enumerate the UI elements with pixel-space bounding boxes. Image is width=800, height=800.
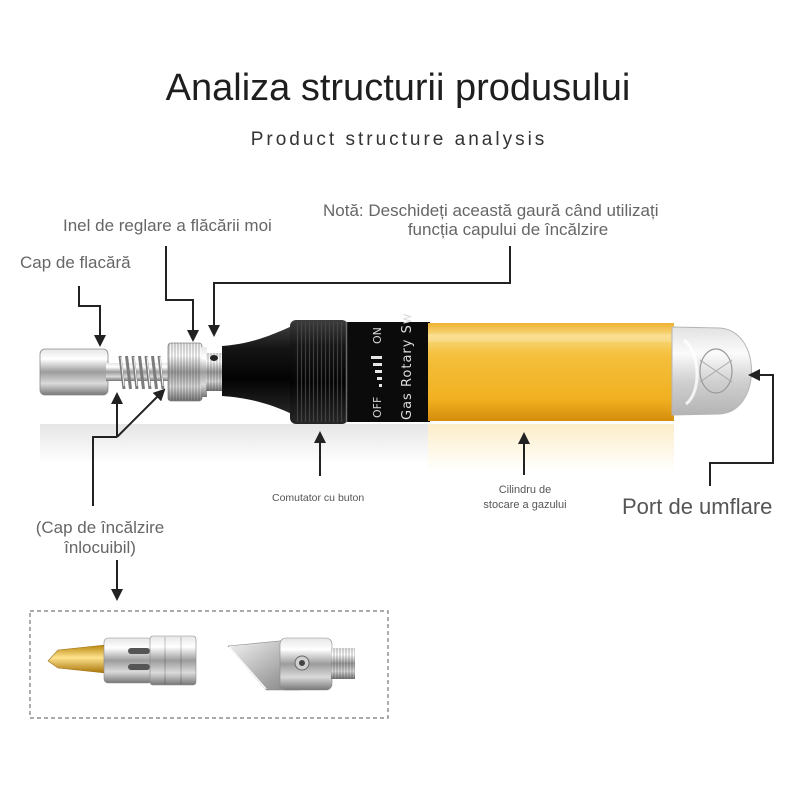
cap-highlight [682, 338, 699, 406]
coil-highlight [146, 356, 151, 387]
callout-arrows [78, 246, 774, 601]
chisel-heating-tip [47, 635, 197, 686]
level-bar [371, 356, 382, 359]
nozzle-thread-ridges [206, 353, 226, 391]
switch-label-band [346, 322, 430, 422]
label-note-line-2: funcția capului de încălzire [408, 220, 608, 239]
coil [138, 355, 145, 390]
arrow-flame-ring [165, 246, 199, 342]
spring-coil [106, 355, 172, 390]
rotary-switch-knurl [294, 322, 344, 422]
level-bar [373, 363, 382, 366]
reflection-front [40, 424, 428, 464]
label-heating-cap-line-1: (Cap de încălzire [36, 518, 165, 537]
switch-print: ON OFF Gas Rotary Sw [371, 313, 415, 420]
gas-storage-cylinder [428, 323, 674, 421]
label-inflation-port: Port de umflare [622, 494, 772, 519]
coil [151, 355, 158, 390]
arrow-flame-cap [78, 286, 106, 347]
arrow-heating-cap-stem [92, 436, 117, 506]
coil-highlight [120, 356, 125, 387]
holder-screw-center [299, 660, 305, 666]
gold-chisel-blade [47, 644, 107, 674]
level-bar [375, 370, 382, 373]
hex-nut [149, 635, 197, 686]
label-flame-cap: Cap de flacără [20, 253, 131, 272]
print-off: OFF [371, 397, 384, 418]
coil-highlight [133, 356, 138, 387]
level-bar [377, 377, 382, 380]
sleeve-slot [128, 648, 150, 654]
ring-flange [201, 347, 207, 397]
sleeve-slot [128, 664, 150, 670]
arrow-note-hole [208, 246, 511, 337]
reflection-yellow-body [428, 424, 674, 472]
knife-heating-tip [227, 637, 355, 691]
tip-sleeve [103, 637, 153, 684]
gas-torch: ON OFF Gas Rotary Sw [39, 313, 752, 424]
black-nozzle [222, 326, 292, 414]
print-on: ON [371, 327, 384, 344]
label-note-line-1: Notă: Deschideți această gaură când util… [323, 201, 658, 220]
cylinder-highlight [428, 334, 674, 342]
cap-inner-valve [699, 348, 733, 394]
flame-cap [39, 348, 109, 396]
label-button-switch: Comutator cu buton [272, 492, 364, 504]
arrow-inflation-port [709, 369, 774, 486]
heating-head-hole [210, 355, 218, 361]
page-title: Analiza structurii produsului [166, 67, 631, 109]
coil-highlight [159, 356, 164, 387]
label-heating-cap-line-2: înlocuibil) [63, 538, 136, 557]
tool-reflection [40, 424, 674, 472]
flame-level-icon [371, 356, 382, 387]
coil [125, 355, 132, 390]
label-flame-ring: Inel de reglare a flăcării moi [63, 216, 272, 235]
holder-thread-ridges [331, 648, 355, 679]
arrow-heating-cap-diagonal [116, 388, 166, 438]
dashed-frame [29, 610, 389, 719]
page-subtitle: Product structure analysis [251, 129, 548, 150]
flame-adjust-ring-knurl [168, 343, 202, 401]
label-gas-cylinder-line-2: stocare a gazului [483, 499, 566, 511]
knife-edge-highlight [228, 646, 267, 690]
print-band-text: Gas Rotary Sw [400, 313, 415, 420]
label-gas-cylinder-line-1: Cilindru de [499, 484, 552, 496]
cap-inner-detail [699, 359, 733, 383]
replaceable-heating-tips-box [29, 610, 389, 719]
level-bar [379, 384, 382, 387]
